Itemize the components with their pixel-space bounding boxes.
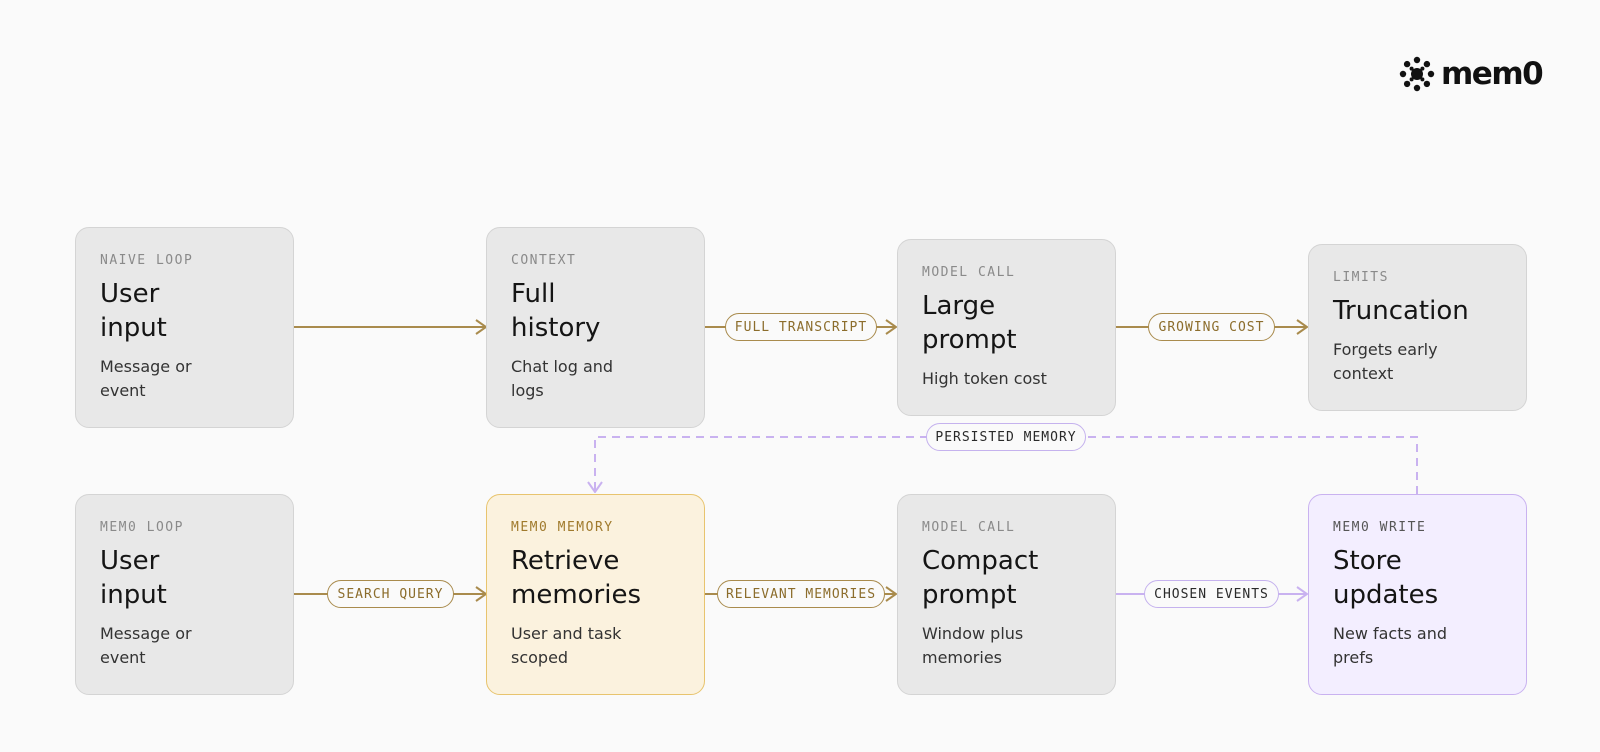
node-subtitle: High token cost xyxy=(922,369,1047,388)
node-mem0-user-input: MEM0 LOOP User input Message or event xyxy=(75,494,294,695)
node-title: Store updates xyxy=(1333,546,1439,610)
node-truncation: LIMITS Truncation Forgets early context xyxy=(1308,244,1527,411)
node-kicker: MODEL CALL xyxy=(922,520,1016,535)
node-subtitle: Message or event xyxy=(100,357,192,400)
node-kicker: MEM0 WRITE xyxy=(1333,520,1427,535)
node-kicker: NAIVE LOOP xyxy=(100,253,194,268)
brand-name: mem0 xyxy=(1441,56,1544,92)
node-title: User input xyxy=(100,279,167,343)
node-title: Large prompt xyxy=(922,291,1017,355)
edge-label-full-transcript: FULL TRANSCRIPT xyxy=(725,313,877,341)
node-kicker: LIMITS xyxy=(1333,270,1389,285)
node-title: Compact prompt xyxy=(922,546,1039,610)
node-title: Full history xyxy=(511,279,601,343)
node-compact-prompt: MODEL CALL Compact prompt Window plus me… xyxy=(897,494,1116,695)
node-subtitle: Window plus memories xyxy=(922,624,1024,667)
node-subtitle: User and task scoped xyxy=(511,624,622,667)
edge-label-growing-cost: GROWING COST xyxy=(1148,313,1275,341)
node-store-updates: MEM0 WRITE Store updates New facts and p… xyxy=(1308,494,1527,695)
node-naive-user-input: NAIVE LOOP User input Message or event xyxy=(75,227,294,428)
node-subtitle: New facts and prefs xyxy=(1333,624,1448,667)
node-kicker: CONTEXT xyxy=(511,253,577,268)
node-title: Retrieve memories xyxy=(511,546,642,610)
node-title: User input xyxy=(100,546,167,610)
node-subtitle: Forgets early context xyxy=(1333,340,1438,383)
edge-label-search-query: SEARCH QUERY xyxy=(327,580,454,608)
node-large-prompt: MODEL CALL Large prompt High token cost xyxy=(897,239,1116,416)
node-kicker: MEM0 LOOP xyxy=(100,520,184,535)
node-kicker: MEM0 MEMORY xyxy=(511,520,614,535)
node-title: Truncation xyxy=(1333,296,1469,326)
mem0-burst-icon xyxy=(1399,56,1435,92)
node-subtitle: Chat log and logs xyxy=(511,357,614,400)
node-subtitle: Message or event xyxy=(100,624,192,667)
edge-label-chosen-events: CHOSEN EVENTS xyxy=(1144,580,1279,608)
brand-logo: mem0 xyxy=(1399,56,1544,92)
edge-label-persisted-memory: PERSISTED MEMORY xyxy=(926,423,1086,451)
node-kicker: MODEL CALL xyxy=(922,265,1016,280)
node-retrieve-memories: MEM0 MEMORY Retrieve memories User and t… xyxy=(486,494,705,695)
node-full-history: CONTEXT Full history Chat log and logs xyxy=(486,227,705,428)
edge-label-relevant-memories: RELEVANT MEMORIES xyxy=(717,580,885,608)
